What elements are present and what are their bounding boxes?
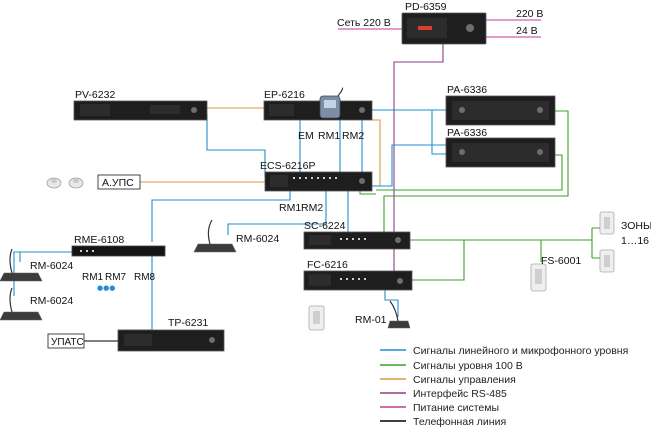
zones-connector bbox=[592, 227, 600, 259]
heat-detector-icon bbox=[68, 177, 84, 189]
label-24v: 24 В bbox=[516, 25, 538, 37]
device-pa-6336-bottom[interactable] bbox=[445, 137, 556, 168]
device-ecs-6216p[interactable] bbox=[264, 171, 373, 192]
zone-speaker-top-icon bbox=[599, 211, 615, 235]
label-ecs-rm1: RM1 bbox=[279, 202, 301, 214]
label-rm-6024-left-top: RM-6024 bbox=[30, 260, 73, 272]
device-pv-6232[interactable] bbox=[73, 100, 208, 121]
rme-expansion-dots: ●●● bbox=[97, 284, 115, 292]
speaker-line-fc bbox=[412, 240, 465, 281]
device-fs-6001[interactable] bbox=[530, 263, 547, 292]
label-ep-rm1: RM1 bbox=[318, 130, 340, 142]
label-fc-6216: FC-6216 bbox=[307, 259, 348, 271]
label-rme-rm7: RM7 bbox=[105, 272, 127, 283]
label-em: EM bbox=[298, 130, 314, 142]
device-ep-6216[interactable] bbox=[263, 87, 373, 121]
label-rm-6024-center: RM-6024 bbox=[236, 233, 279, 245]
label-rm-6024-left-bottom: RM-6024 bbox=[30, 295, 73, 307]
label-fs-6001: FS-6001 bbox=[541, 255, 581, 267]
label-rme-rm8: RM8 bbox=[134, 272, 156, 283]
signal-line-pv-ecs bbox=[206, 114, 266, 177]
legend: Сигналы линейного и микрофонного уровня … bbox=[380, 345, 628, 428]
device-rm-6024-center[interactable] bbox=[193, 219, 237, 253]
control-line-ep-right bbox=[372, 119, 381, 187]
smoke-detector-icon bbox=[46, 177, 62, 189]
signal-line-ecs-pa bbox=[372, 144, 446, 187]
label-pa-6336-bottom: PA-6336 bbox=[447, 127, 487, 139]
zone-speaker-bottom-icon bbox=[599, 249, 615, 273]
box-upats bbox=[47, 333, 85, 349]
label-ep-6216: EP-6216 bbox=[264, 89, 305, 101]
label-pa-6336-top: PA-6336 bbox=[447, 84, 487, 96]
signal-line-ecs-rme bbox=[151, 191, 291, 242]
box-aups bbox=[97, 174, 141, 190]
label-zones: ЗОНЫ bbox=[621, 220, 651, 232]
label-tp-6231: TP-6231 bbox=[168, 317, 208, 329]
label-zones-range: 1…16 bbox=[621, 235, 649, 247]
device-pa-6336-top[interactable] bbox=[445, 95, 556, 126]
legend-label-3: Сигналы управления bbox=[413, 374, 516, 386]
legend-label-6: Телефонная линия bbox=[413, 416, 506, 428]
device-rm-6024-left-bottom[interactable] bbox=[0, 287, 43, 321]
signal-line-ecs-rm6024 bbox=[227, 191, 327, 235]
legend-label-4: Интерфейс RS-485 bbox=[413, 388, 507, 400]
label-pd-6359: PD-6359 bbox=[405, 1, 447, 13]
label-rme-rm1: RM1 bbox=[82, 272, 104, 283]
signal-line-rme-left2 bbox=[13, 251, 72, 296]
label-upats: УПАТС bbox=[51, 337, 84, 348]
device-pd-6359[interactable] bbox=[401, 12, 487, 45]
label-mains: Сеть 220 В bbox=[337, 17, 391, 29]
label-rme-6108: RME-6108 bbox=[74, 234, 124, 246]
device-rme-6108[interactable] bbox=[71, 245, 166, 257]
signal-line-rme-tp bbox=[118, 256, 153, 331]
label-ep-rm2: RM2 bbox=[342, 130, 364, 142]
speaker-icon-fc bbox=[308, 305, 325, 331]
label-220v: 220 В bbox=[516, 8, 543, 20]
device-rm-01[interactable] bbox=[387, 300, 411, 329]
label-rm-01: RM-01 bbox=[355, 314, 387, 326]
label-sc-6224: SC-6224 bbox=[304, 220, 346, 232]
label-ecs-rm2: RM2 bbox=[301, 202, 323, 214]
legend-label-5: Питание системы bbox=[413, 402, 499, 414]
signal-line-pa-split bbox=[431, 110, 446, 155]
device-rm-6024-left-top[interactable] bbox=[0, 248, 43, 282]
device-sc-6224[interactable] bbox=[303, 231, 411, 250]
label-pv-6232: PV-6232 bbox=[75, 89, 115, 101]
speaker-line-pa2 bbox=[376, 154, 563, 191]
legend-label-2: Сигналы уровня 100 В bbox=[413, 360, 523, 372]
device-fc-6216[interactable] bbox=[303, 270, 413, 291]
label-ecs-6216p: ECS-6216P bbox=[260, 160, 315, 172]
label-aups: А.УПС bbox=[102, 177, 134, 189]
device-tp-6231[interactable] bbox=[117, 329, 225, 352]
legend-label-1: Сигналы линейного и микрофонного уровня bbox=[413, 345, 628, 357]
signal-line-fc-rm01 bbox=[384, 290, 399, 317]
